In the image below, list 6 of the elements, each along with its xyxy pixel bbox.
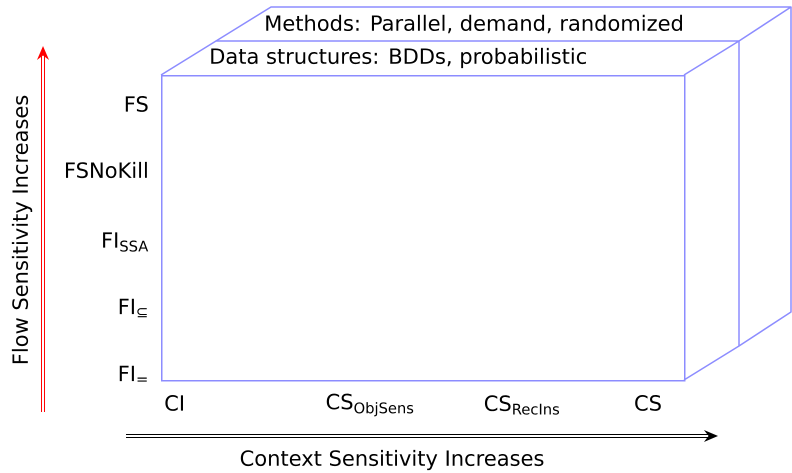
axis-title: Flow Sensitivity Increases — [12, 96, 32, 364]
layer-band: Methods: Parallel, demand, randomized — [216, 6, 792, 42]
layer-band: Data structures: BDDs, probabilistic — [160, 40, 740, 76]
axis-title: Context Sensitivity Increases — [240, 450, 544, 470]
axis-label: FS — [126, 96, 148, 112]
front-box — [161, 75, 686, 382]
